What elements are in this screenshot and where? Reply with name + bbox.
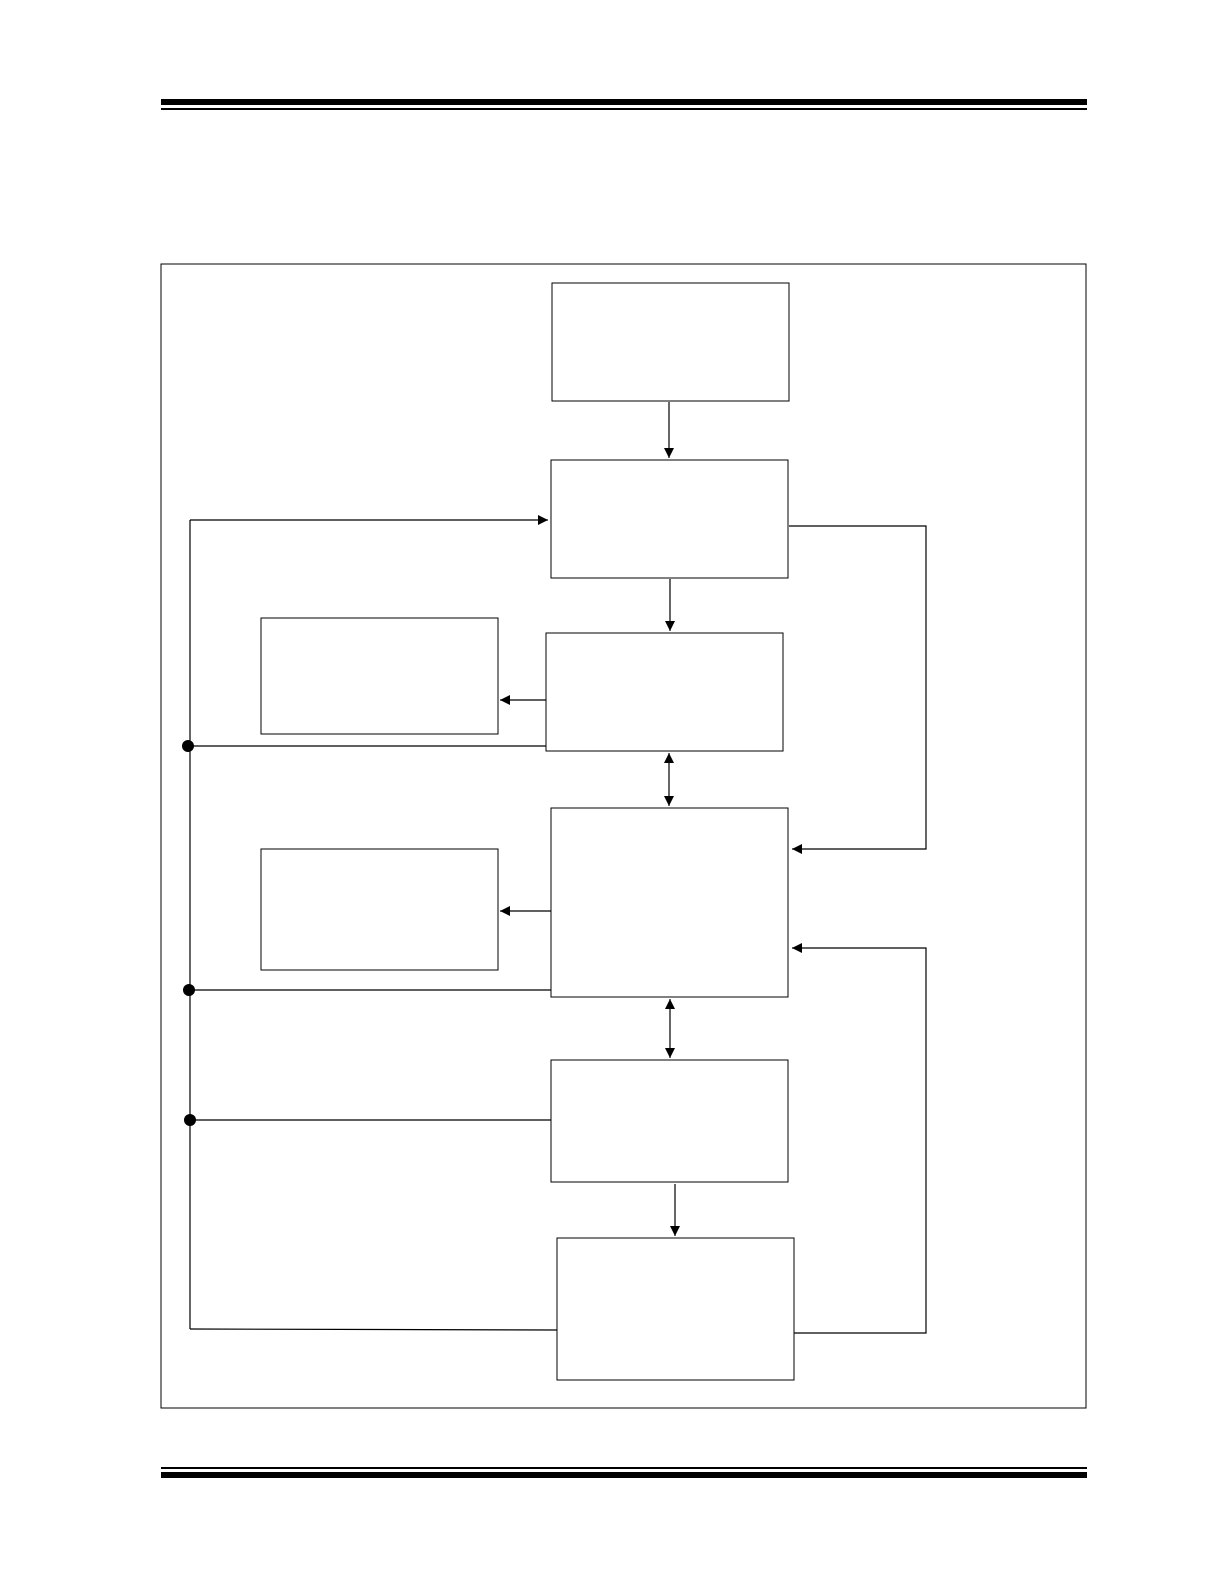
arrow-block8-to-block5-right-path — [792, 943, 927, 1334]
bus-line-from-block8 — [189, 1328, 558, 1331]
flow-block-3 — [545, 632, 784, 752]
arrow-block2-to-block5-right-path — [789, 525, 927, 854]
flow-block-4 — [260, 617, 499, 735]
flow-block-8 — [556, 1237, 795, 1381]
header-rule-thick — [161, 99, 1087, 105]
flow-block-2 — [550, 459, 789, 579]
flow-block-5 — [550, 807, 789, 998]
flow-block-1 — [551, 282, 790, 402]
figure-frame — [160, 263, 1087, 1409]
footer-rule-thin — [161, 1467, 1087, 1469]
footer-rule-thick — [161, 1472, 1087, 1478]
flow-block-6 — [260, 848, 499, 971]
flow-block-7 — [550, 1059, 789, 1183]
junction-dot-1 — [182, 740, 194, 752]
junction-dot-2 — [183, 984, 195, 996]
junction-dot-3 — [184, 1114, 196, 1126]
header-rule-thin — [161, 108, 1087, 110]
